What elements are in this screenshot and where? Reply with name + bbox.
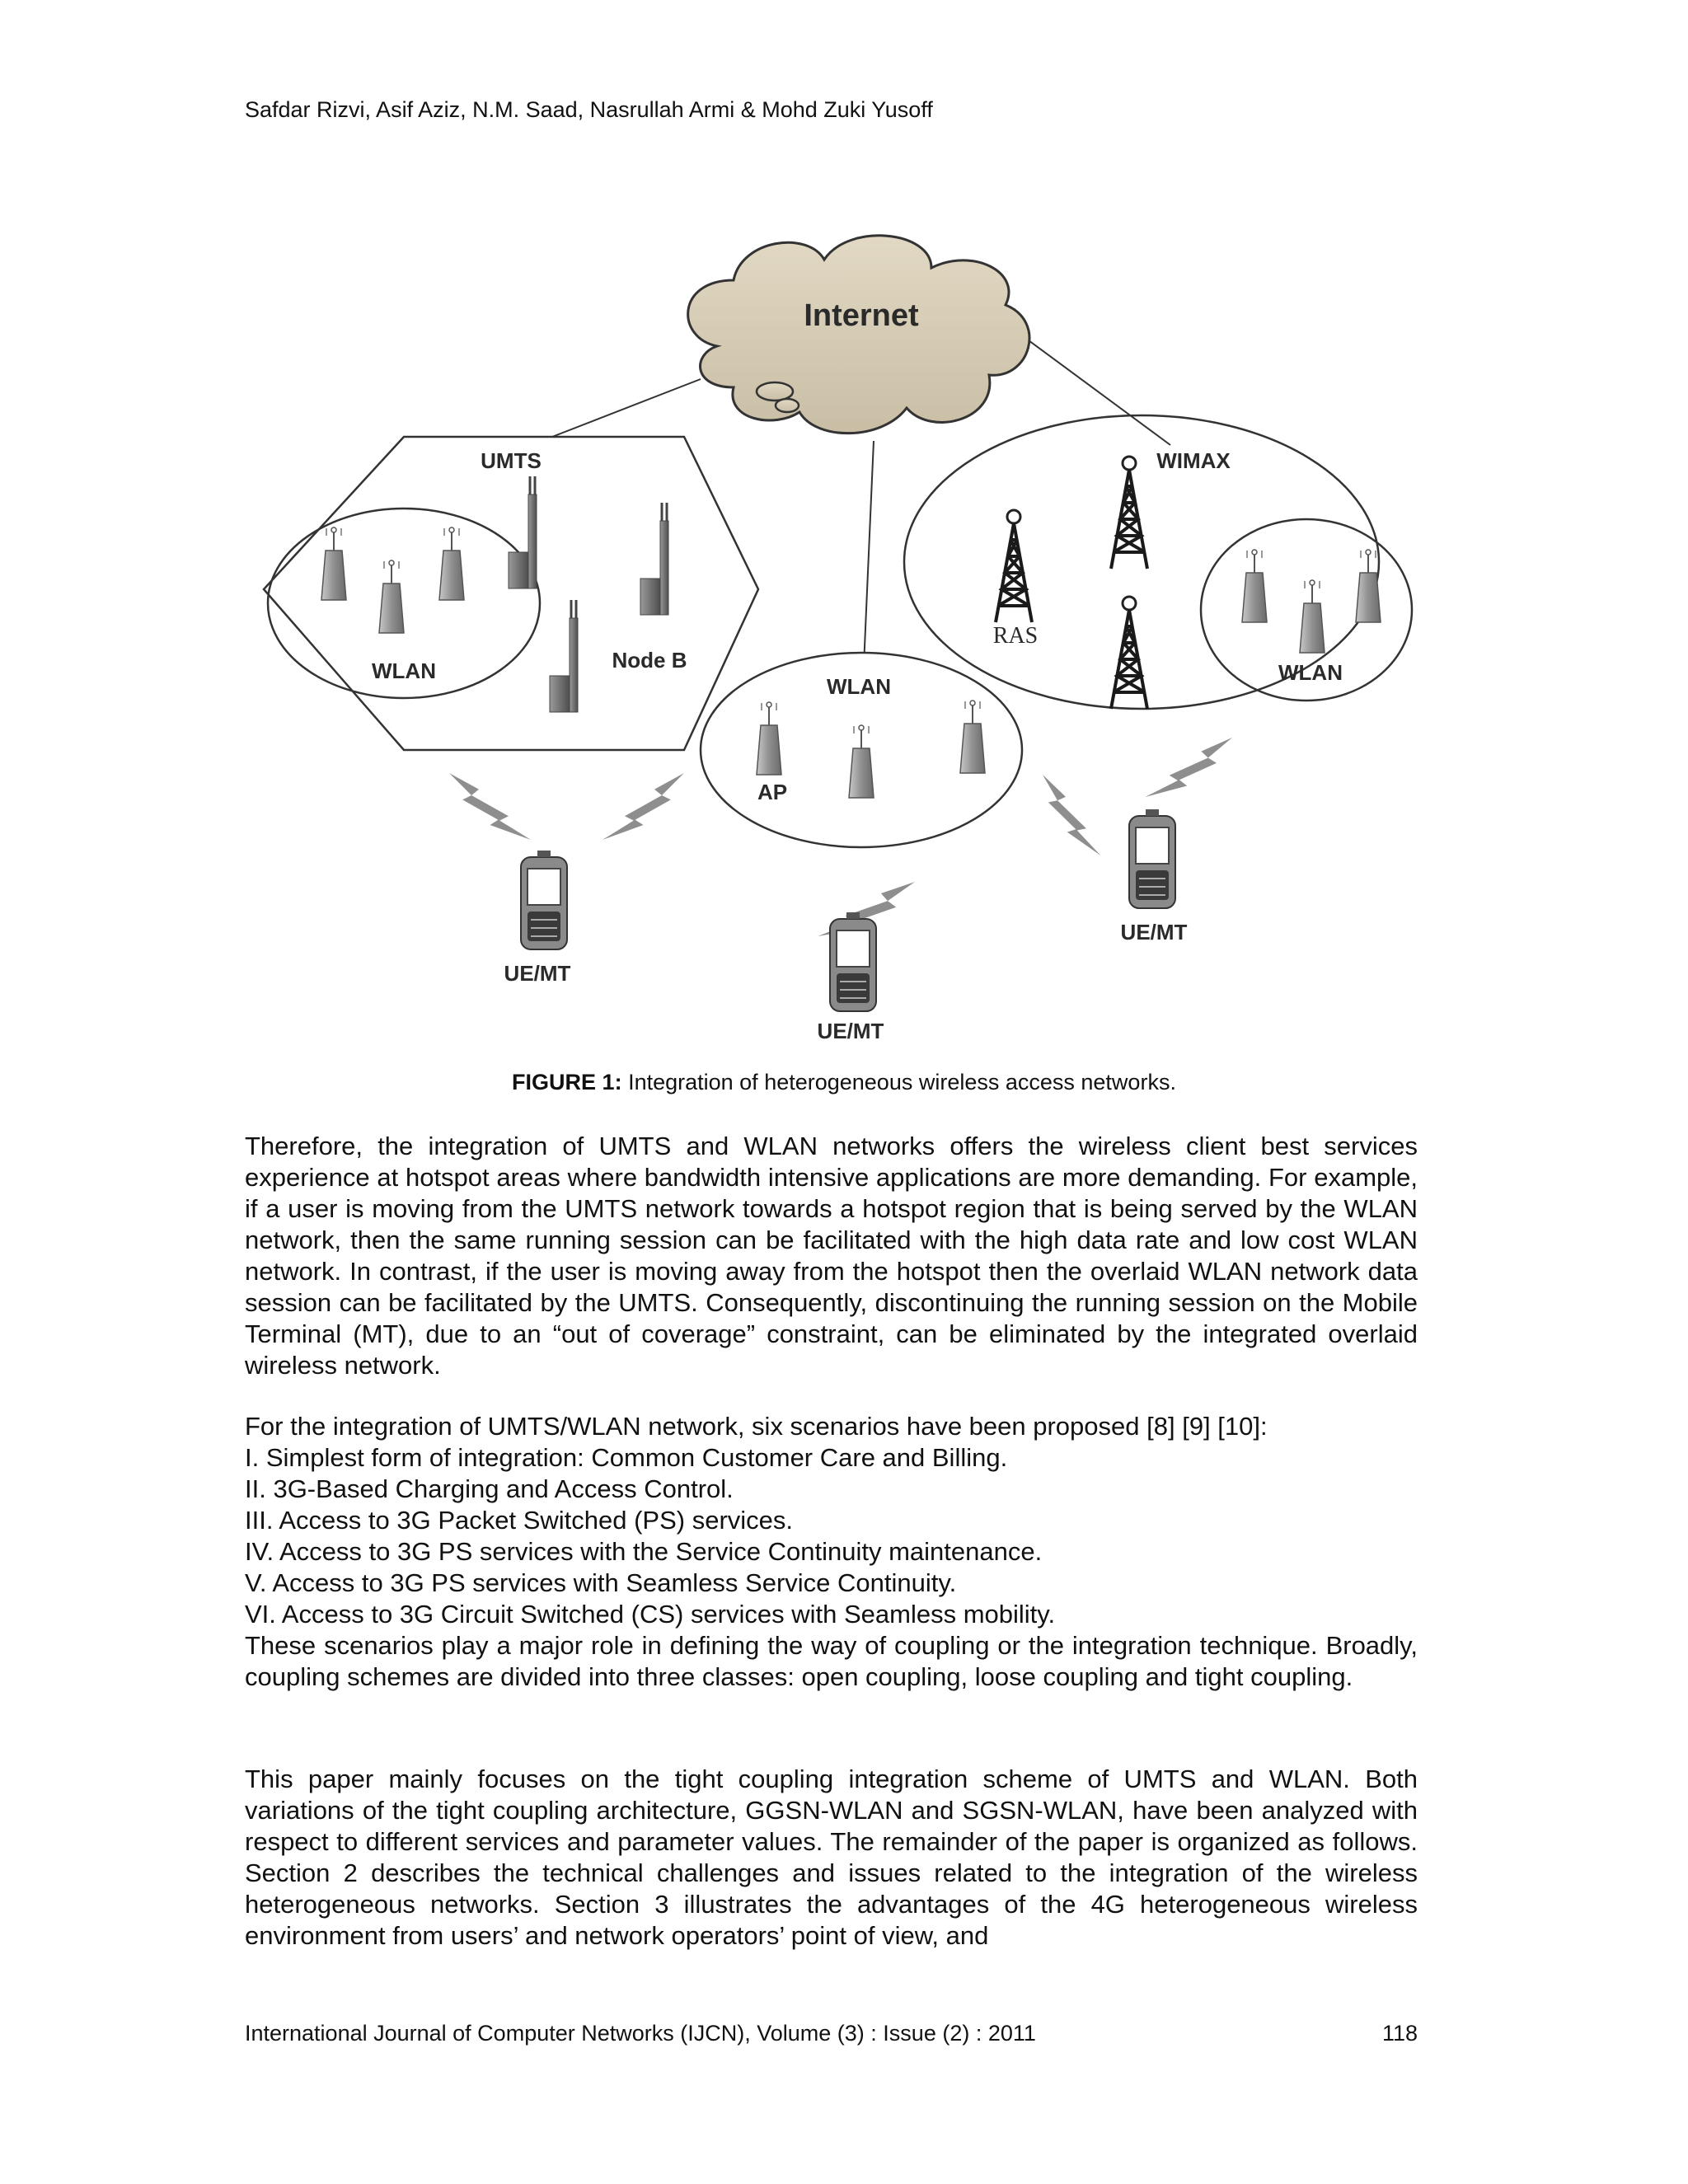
- umts-network: UMTS WLAN Node B: [262, 435, 760, 752]
- wlan-access-point-icon: [321, 527, 347, 601]
- wlan-access-point-icon: [378, 560, 405, 634]
- paragraph-text: This paper mainly focuses on the tight c…: [245, 1765, 1418, 1950]
- mobile-terminal-icon: [1128, 808, 1176, 909]
- wireless-signal-icon: [449, 773, 531, 840]
- scenario-item: II. 3G-Based Charging and Access Control…: [245, 1474, 734, 1503]
- page-number: 118: [1381, 2021, 1418, 2046]
- scenario-item: IV. Access to 3G PS services with the Se…: [245, 1537, 1043, 1566]
- ue-right-label: UE/MT: [1121, 920, 1188, 944]
- node-b-icon: [548, 598, 579, 714]
- body-paragraph-3: This paper mainly focuses on the tight c…: [245, 1764, 1418, 1952]
- running-header-authors: Safdar Rizvi, Asif Aziz, N.M. Saad, Nasr…: [245, 97, 933, 122]
- ras-tower-icon: [994, 509, 1034, 624]
- scenario-item: III. Access to 3G Packet Switched (PS) s…: [245, 1506, 794, 1535]
- scenario-intro: For the integration of UMTS/WLAN network…: [245, 1412, 1268, 1441]
- wlan-access-point-icon: [1299, 579, 1325, 654]
- paragraph-text: Therefore, the integration of UMTS and W…: [245, 1132, 1418, 1380]
- mobile-terminal-icon: [520, 850, 568, 950]
- ras-label: RAS: [993, 623, 1038, 649]
- wlan-right-label: WLAN: [1278, 660, 1343, 685]
- figure-caption-label: FIGURE 1:: [512, 1070, 622, 1094]
- wlan-center-network: WLAN AP: [699, 651, 1024, 849]
- node-b-label: Node B: [612, 648, 687, 673]
- page-footer: International Journal of Computer Networ…: [245, 2021, 1418, 2046]
- mobile-terminal-icon: [829, 912, 877, 1012]
- link-internet-wlan: [863, 440, 874, 667]
- node-b-icon: [507, 475, 538, 590]
- wlan-center-label: WLAN: [827, 674, 891, 699]
- ap-label: AP: [757, 780, 787, 804]
- wimax-label: WIMAX: [1156, 448, 1231, 473]
- wimax-network: WIMAX RAS WLAN: [903, 414, 1414, 710]
- wlan-access-point-icon: [1241, 549, 1268, 623]
- body-paragraph-1: Therefore, the integration of UMTS and W…: [245, 1131, 1418, 1381]
- scenario-item: VI. Access to 3G Circuit Switched (CS) s…: [245, 1600, 1056, 1629]
- ue-left-label: UE/MT: [504, 961, 571, 986]
- figure-caption: FIGURE 1: Integration of heterogeneous w…: [0, 1070, 1688, 1095]
- node-b-icon: [639, 501, 670, 616]
- ras-tower-icon: [1109, 455, 1149, 570]
- internet-cloud: Internet: [687, 234, 1031, 435]
- figure-network-diagram: Internet UMTS WLAN Node B WIMAX RAS WLAN…: [247, 223, 1451, 1063]
- ras-tower-icon: [1109, 595, 1149, 710]
- umts-label: UMTS: [481, 448, 542, 473]
- wlan-access-point-icon: [1355, 549, 1381, 623]
- wlan-access-point-icon: [438, 527, 465, 601]
- wireless-signal-icon: [603, 773, 684, 840]
- wireless-signal-icon: [1026, 775, 1118, 856]
- internet-label: Internet: [804, 298, 919, 333]
- figure-caption-text: Integration of heterogeneous wireless ac…: [628, 1070, 1176, 1094]
- journal-citation: International Journal of Computer Networ…: [245, 2021, 1036, 2046]
- wireless-signal-icon: [1145, 730, 1232, 804]
- scenario-item: V. Access to 3G PS services with Seamles…: [245, 1568, 957, 1597]
- link-internet-umts: [551, 378, 701, 438]
- scenario-conclusion: These scenarios play a major role in def…: [245, 1631, 1418, 1691]
- scenario-item: I. Simplest form of integration: Common …: [245, 1443, 1008, 1472]
- ue-center-label: UE/MT: [818, 1019, 884, 1043]
- wlan-left-label: WLAN: [372, 658, 436, 683]
- body-paragraph-2: For the integration of UMTS/WLAN network…: [245, 1411, 1418, 1693]
